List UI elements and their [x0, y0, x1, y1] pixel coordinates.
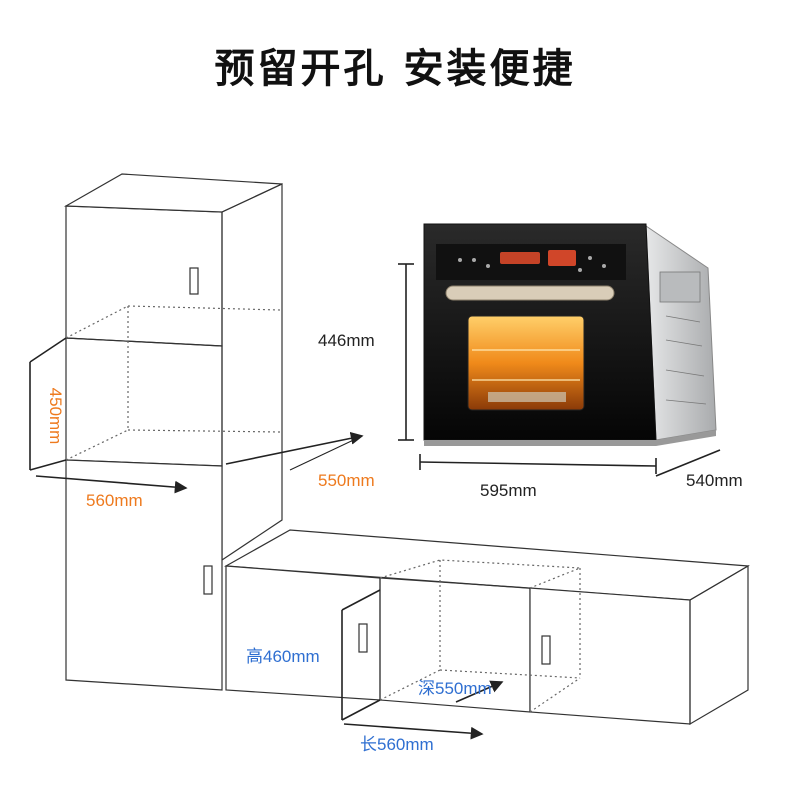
- tall-width-label: 560mm: [86, 491, 143, 510]
- base-height-label: 高460mm: [246, 647, 320, 666]
- oven-dimension-lines: [398, 263, 721, 477]
- oven-width-label: 595mm: [480, 481, 537, 500]
- tall-dimension-lines: [29, 337, 364, 494]
- top-door-handle: [189, 267, 199, 295]
- page-title: 预留开孔 安装便捷: [214, 46, 576, 92]
- base-right-handle: [541, 635, 551, 665]
- base-cabinet: [223, 529, 750, 726]
- lower-door-handle: [203, 565, 213, 595]
- oven-depth-label: 540mm: [686, 471, 743, 490]
- base-depth-label: 深550mm: [418, 679, 492, 698]
- base-width-label: 长560mm: [360, 735, 434, 754]
- base-dimension-lines: [341, 589, 504, 740]
- tall-height-label: 450mm: [46, 388, 65, 445]
- tall-depth-label: 550mm: [318, 471, 375, 490]
- base-left-handle: [358, 623, 368, 653]
- tall-cabinet: [63, 173, 283, 691]
- oven: [423, 223, 717, 446]
- oven-height-label: 446mm: [318, 331, 375, 350]
